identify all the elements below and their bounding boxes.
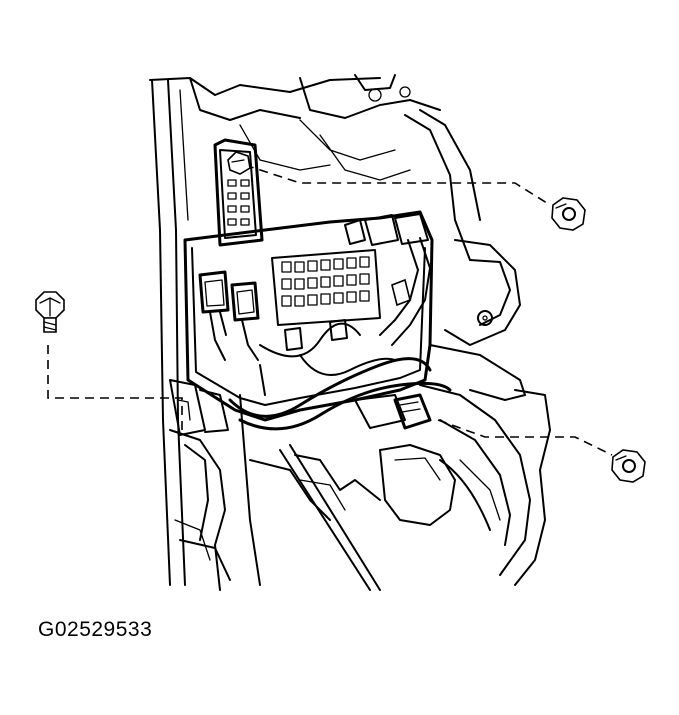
leader-line-lower-right <box>437 419 613 456</box>
vehicle-body-structure <box>149 74 551 591</box>
left-connectors <box>198 270 260 361</box>
leader-lines <box>47 164 613 456</box>
bolt-icon <box>35 291 65 333</box>
lower-connector-assembly <box>354 393 491 531</box>
wire-harness <box>228 322 452 431</box>
fuse-grid <box>271 249 381 326</box>
nut-icon <box>611 449 646 483</box>
right-connectors <box>344 213 431 346</box>
figure-code: G02529533 <box>38 618 153 641</box>
nut-icon <box>551 197 586 231</box>
leader-line-upper-right <box>244 164 551 206</box>
junction-block <box>169 138 491 531</box>
leader-line-left <box>47 345 183 430</box>
tab-slots <box>227 179 250 226</box>
stud-icon <box>227 151 251 175</box>
